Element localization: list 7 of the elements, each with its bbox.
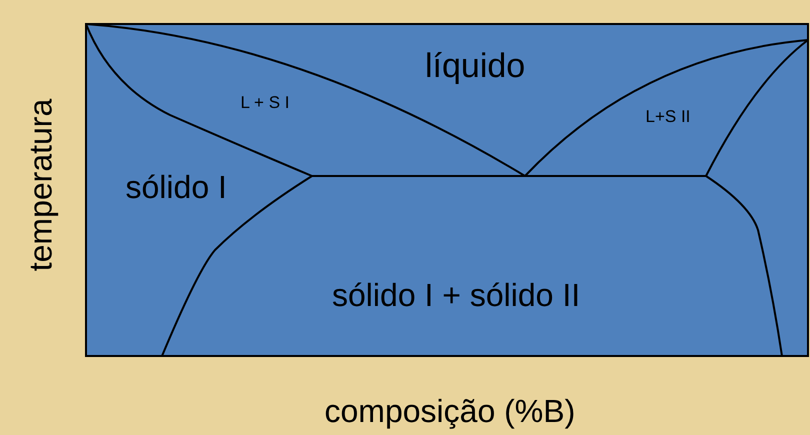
- axis-label: temperatura: [24, 98, 56, 272]
- axis-label: composição (%B): [324, 395, 576, 427]
- phase-label: líquido: [425, 49, 526, 83]
- phase-label: L+S II: [646, 108, 690, 124]
- phase-label: L + S I: [240, 94, 290, 110]
- phase-label: sólido I + sólido II: [332, 279, 580, 311]
- phase-label: sólido I: [126, 171, 227, 203]
